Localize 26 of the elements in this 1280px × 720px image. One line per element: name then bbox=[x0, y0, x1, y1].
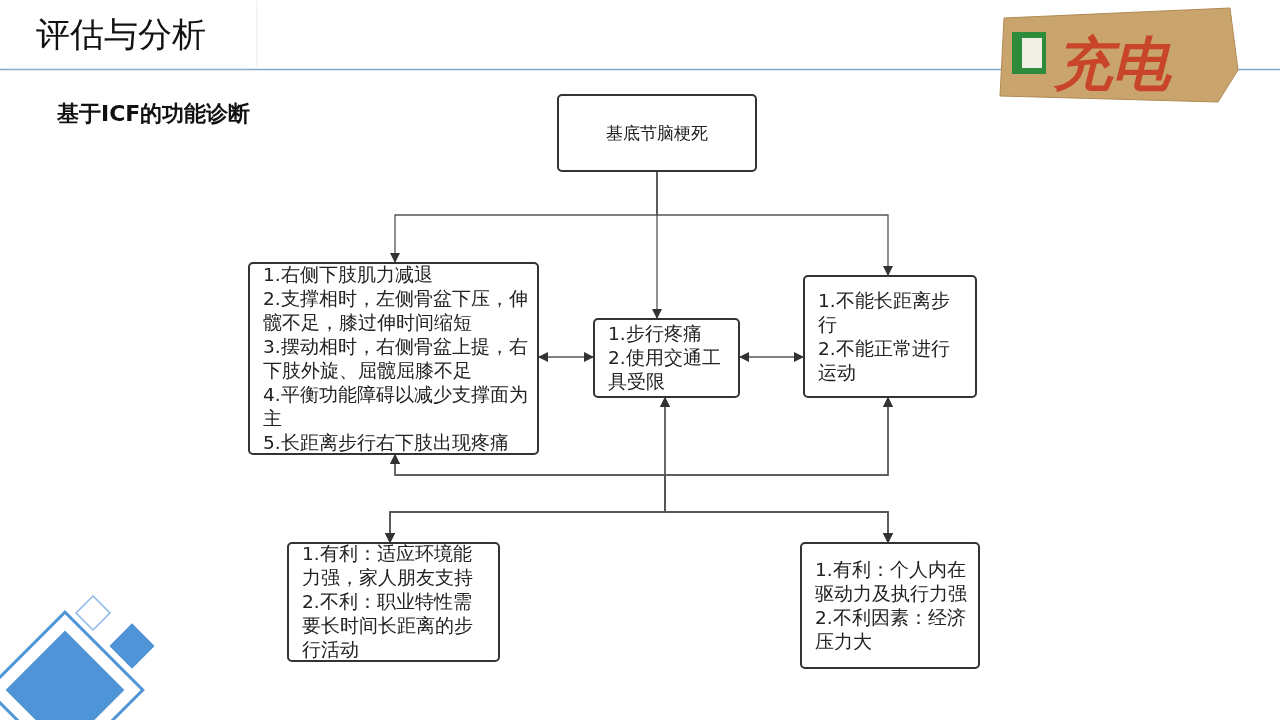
arrow bbox=[739, 352, 804, 362]
process-box bbox=[287, 542, 500, 662]
arrow bbox=[656, 171, 893, 276]
box-text: 1.有利：适应环境能力强，家人朋友支持 bbox=[302, 542, 474, 590]
sticker-drawing: 充电 bbox=[999, 7, 1239, 103]
process-box bbox=[557, 94, 757, 172]
box-text: 1.步行疼痛 bbox=[608, 322, 703, 346]
box-text: 3.摆动相时，右侧骨盆上提，右下肢外旋、屈髋屈膝不足 bbox=[263, 334, 529, 383]
subtitle: 基于ICF的功能诊断 bbox=[57, 100, 251, 128]
process-box bbox=[800, 542, 980, 669]
process-box bbox=[248, 262, 539, 455]
process-box bbox=[803, 275, 977, 398]
box-text: 1.不能长距离步行 bbox=[818, 288, 951, 337]
box-text: 2.不利因素：经济压力大 bbox=[815, 605, 967, 654]
box-text: 2.不能正常进行运动 bbox=[818, 336, 951, 385]
box-text: 基底节脑梗死 bbox=[606, 122, 708, 145]
page-title: 评估与分析 bbox=[36, 14, 206, 54]
arrow bbox=[538, 352, 594, 362]
box-text: 2.不利：职业特性需要长时间长距离的步行活动 bbox=[302, 590, 474, 662]
box-text: 4.平衡功能障碍以减少支撑面为主 bbox=[263, 382, 529, 431]
process-box bbox=[593, 318, 740, 398]
box-text: 2.支撑相时，左侧骨盆下压，伸髋不足，膝过伸时间缩短 bbox=[263, 286, 529, 335]
box-text: 1.右侧下肢肌力减退 bbox=[263, 262, 434, 287]
box-text: 2.使用交通工具受限 bbox=[608, 346, 722, 394]
box-text: 5.长距离步行右下肢出现疼痛 bbox=[263, 430, 510, 455]
box-text: 1.有利：个人内在驱动力及执行力强 bbox=[815, 557, 968, 606]
